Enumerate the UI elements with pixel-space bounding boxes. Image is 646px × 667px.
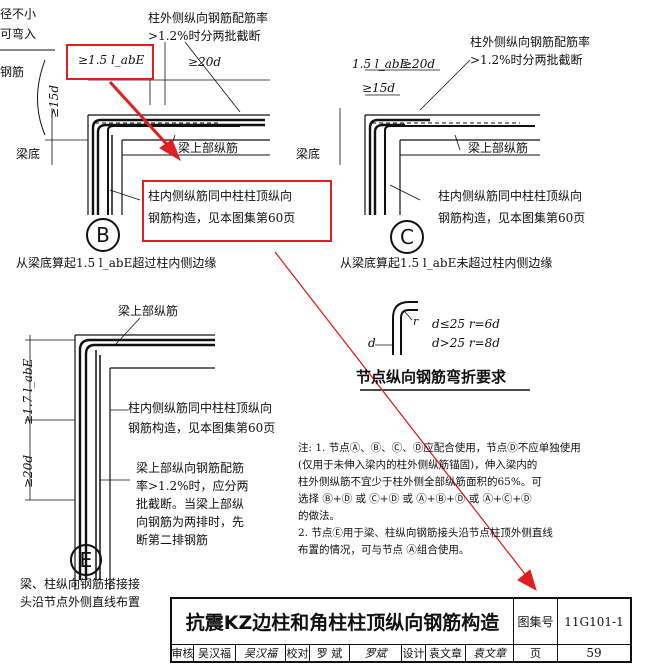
node-e-beam-note-2: 率>1.2%时，应分两 <box>136 479 249 493</box>
note-line: 的做法。 <box>298 510 340 522</box>
node-c-beam-bottom: 梁底 <box>296 147 321 161</box>
check-name: 罗 斌 <box>310 645 350 661</box>
note-line: (仅用于未伸入梁内的柱外侧纵筋锚固)，伸入梁内的 <box>298 459 538 471</box>
node-b-caption: 从梁底算起1.5 l_abE超过柱内侧边缘 <box>16 256 217 270</box>
title-block: 抗震KZ边柱和角柱柱顶纵向钢筋构造 图集号 11G101-1 审核 吴汉福 吴汉… <box>170 597 632 663</box>
node-b-col-inner-1: 柱内侧纵筋同中柱柱顶纵向 <box>148 189 293 203</box>
note-line: 柱外侧纵筋不宜少于柱外侧全部纵筋面积的65%。可 <box>298 476 542 488</box>
design-name: 袁文章 <box>426 645 466 661</box>
node-b-col-inner-2: 钢筋构造，见本图集第60页 <box>148 211 296 225</box>
bend-r-label: r <box>413 315 419 328</box>
highlight-box-anchor <box>66 44 154 80</box>
corner-text-2: 钢筋 <box>0 65 25 79</box>
note-line: 注: 1. 节点Ⓐ、Ⓑ、Ⓒ、Ⓓ应配合使用，节点Ⓓ不应单独使用 <box>298 442 581 454</box>
design-label: 设计 <box>402 645 426 661</box>
node-c-letter: C <box>390 220 424 254</box>
bend-title: 节点纵向钢筋弯折要求 <box>356 368 507 386</box>
atlas-label: 图集号 <box>514 599 558 645</box>
node-e-beam-note-1: 梁上部纵向钢筋配筋 <box>136 461 245 475</box>
node-e-beam-note-5: 断第二排钢筋 <box>136 533 209 547</box>
node-b-note-top-2: >1.2%时分两批截断 <box>148 29 261 43</box>
node-e-caption-2: 头沿节点外侧直线布置 <box>20 595 141 609</box>
node-e-beam-note-3: 批截断。当梁上部纵 <box>136 497 245 511</box>
node-b-drawing <box>45 41 270 215</box>
design-signature: 袁文章 <box>466 645 514 661</box>
node-c-len-label: ≥20d <box>402 57 436 71</box>
node-b-dim-15d: ≥15d <box>47 84 61 118</box>
notes-block: 注: 1. 节点Ⓐ、Ⓑ、Ⓒ、Ⓓ应配合使用，节点Ⓓ不应单独使用 (仅用于未伸入梁内… <box>298 440 581 559</box>
page-number: 59 <box>586 646 602 660</box>
node-e-dim-20d: ≥20d <box>21 454 35 488</box>
node-c-caption: 从梁底算起1.5 l_abE未超过柱内侧边缘 <box>340 256 553 270</box>
review-signature: 吴汉福 <box>236 645 286 661</box>
bend-detail-drawing <box>360 301 530 391</box>
review-label: 审核 <box>171 645 194 661</box>
review-name: 吴汉福 <box>194 645 236 661</box>
node-e-caption-1: 梁、柱纵向钢筋搭接接 <box>20 577 141 591</box>
bend-row-1: d≤25 r=6d <box>432 317 500 331</box>
node-b-beam-top-bars: 梁上部纵筋 <box>178 141 239 155</box>
node-e-col-inner-1: 柱内侧纵筋同中柱柱顶纵向 <box>128 401 273 415</box>
node-c-dim-15d: ≥15d <box>362 81 396 95</box>
bend-row-2: d>25 r=8d <box>432 336 500 350</box>
node-e-drawing <box>25 317 215 590</box>
node-c-beam-top-bars: 梁上部纵筋 <box>468 141 529 155</box>
node-e-dim-17: ≥1.7 l_abE <box>21 358 35 425</box>
node-c-note-top: 柱外侧纵向钢筋配筋率 <box>470 35 591 49</box>
node-b-beam-bottom: 梁底 <box>16 147 41 161</box>
node-c-drawing <box>339 59 540 215</box>
corner-text-1: 可弯入 <box>0 27 37 41</box>
node-b-letter: B <box>86 218 120 252</box>
red-arrow-1 <box>108 80 182 162</box>
corner-curve <box>37 59 46 136</box>
bend-d-label: d <box>368 336 376 350</box>
red-arrow-2 <box>274 251 537 592</box>
node-c-note-top-2: >1.2%时分两批截断 <box>470 53 583 67</box>
check-label: 校对 <box>286 645 310 661</box>
node-e-letter: E <box>70 544 102 576</box>
node-e-beam-note-4: 向钢筋为两排时，先 <box>136 515 245 529</box>
node-b-note-top: 柱外侧纵向钢筋配筋率 <box>148 11 269 25</box>
node-c-col-inner-1: 柱内侧纵筋同中柱柱顶纵向 <box>438 189 583 203</box>
drawing-title: 抗震KZ边柱和角柱柱顶纵向钢筋构造 <box>172 599 514 645</box>
node-b-anchor-label: ≥1.5 l_abE <box>78 53 145 67</box>
corner-text-top: 径不小 <box>0 7 37 21</box>
note-line: 2. 节点Ⓔ用于梁、柱纵向钢筋接头沿节点柱顶外侧直线 <box>298 527 553 539</box>
note-line: 布置的情况，可与节点 Ⓐ组合使用。 <box>298 544 470 556</box>
node-b-len-label: ≥20d <box>188 55 222 69</box>
node-e-col-inner-2: 钢筋构造，见本图集第60页 <box>128 421 276 435</box>
page-label: 页 <box>514 645 558 661</box>
node-e-beam-top-bars: 梁上部纵筋 <box>118 304 179 318</box>
note-line: 选择 Ⓑ+Ⓓ 或 Ⓒ+Ⓓ 或 Ⓐ+Ⓑ+Ⓓ 或 Ⓐ+Ⓒ+Ⓓ <box>298 493 532 505</box>
node-c-col-inner-2: 钢筋构造，见本图集第60页 <box>438 211 586 225</box>
atlas-number: 11G101-1 <box>558 599 630 645</box>
node-c-anchor-label: 1.5 l_abE <box>352 57 409 71</box>
check-signature: 罗斌 <box>350 645 402 661</box>
highlight-box-inner <box>142 180 332 242</box>
